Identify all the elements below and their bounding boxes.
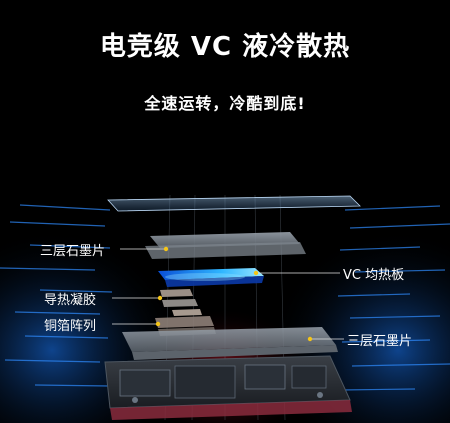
callout-graphite-bottom: 三层石墨片	[347, 334, 413, 349]
callout-leader-lines	[112, 248, 344, 340]
callout-marker-dots	[155, 246, 313, 342]
graphite-layer-bottom	[122, 327, 338, 360]
callout-graphite-top: 三层石墨片	[40, 244, 106, 259]
glass-cover-layer	[107, 195, 361, 212]
callout-copper-foil: 铜箔阵列	[44, 319, 97, 334]
vc-plate-layer	[158, 268, 264, 287]
callout-thermal-gel: 导热凝胶	[44, 293, 97, 308]
speed-lines-right	[337, 205, 450, 391]
page-title: 电竞级 VC 液冷散热	[99, 32, 351, 62]
page-subtitle: 全速运转，冷酷到底!	[144, 94, 306, 113]
graphite-layer-top	[145, 232, 306, 259]
speed-lines-left	[0, 204, 113, 387]
callout-vc-plate: VC 均热板	[343, 268, 405, 283]
thermal-gel-layer	[160, 289, 202, 316]
circuit-board-layer	[104, 355, 352, 420]
